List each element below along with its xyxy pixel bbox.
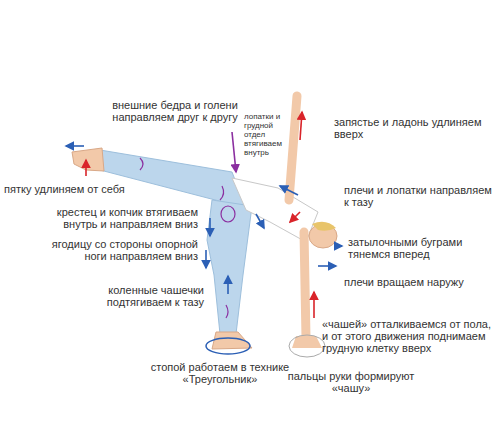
callout-label: внешние бедра и голени направляем друг к… (110, 99, 240, 123)
callout-label: пятку удлиняем от себя (4, 183, 134, 195)
callout-label: коленные чашечки подтягиваем к тазу (70, 284, 204, 308)
callout-label: пальцы руки формируют «чашу» (286, 370, 416, 394)
callout-label: запястье и ладонь удлиняем вверх (334, 116, 484, 140)
callout-label: «чашей» отталкиваемся от пола, и от этог… (322, 318, 494, 354)
callout-label: ягодицу со стороны опорной ноги направля… (40, 238, 198, 262)
callout-label: плечи вращаем наружу (344, 276, 494, 288)
callout-label: крестец и копчик втягиваем внутрь и напр… (46, 206, 198, 230)
callout-label: плечи и лопатки направляем к тазу (344, 184, 494, 208)
callout-label: затылочными буграми тянемся вперед (348, 236, 493, 260)
callout-label: лопатки и грудной отдел втягиваем внутрь (244, 112, 286, 157)
callout-label: стопой работаем в технике «Треугольник» (150, 361, 290, 385)
